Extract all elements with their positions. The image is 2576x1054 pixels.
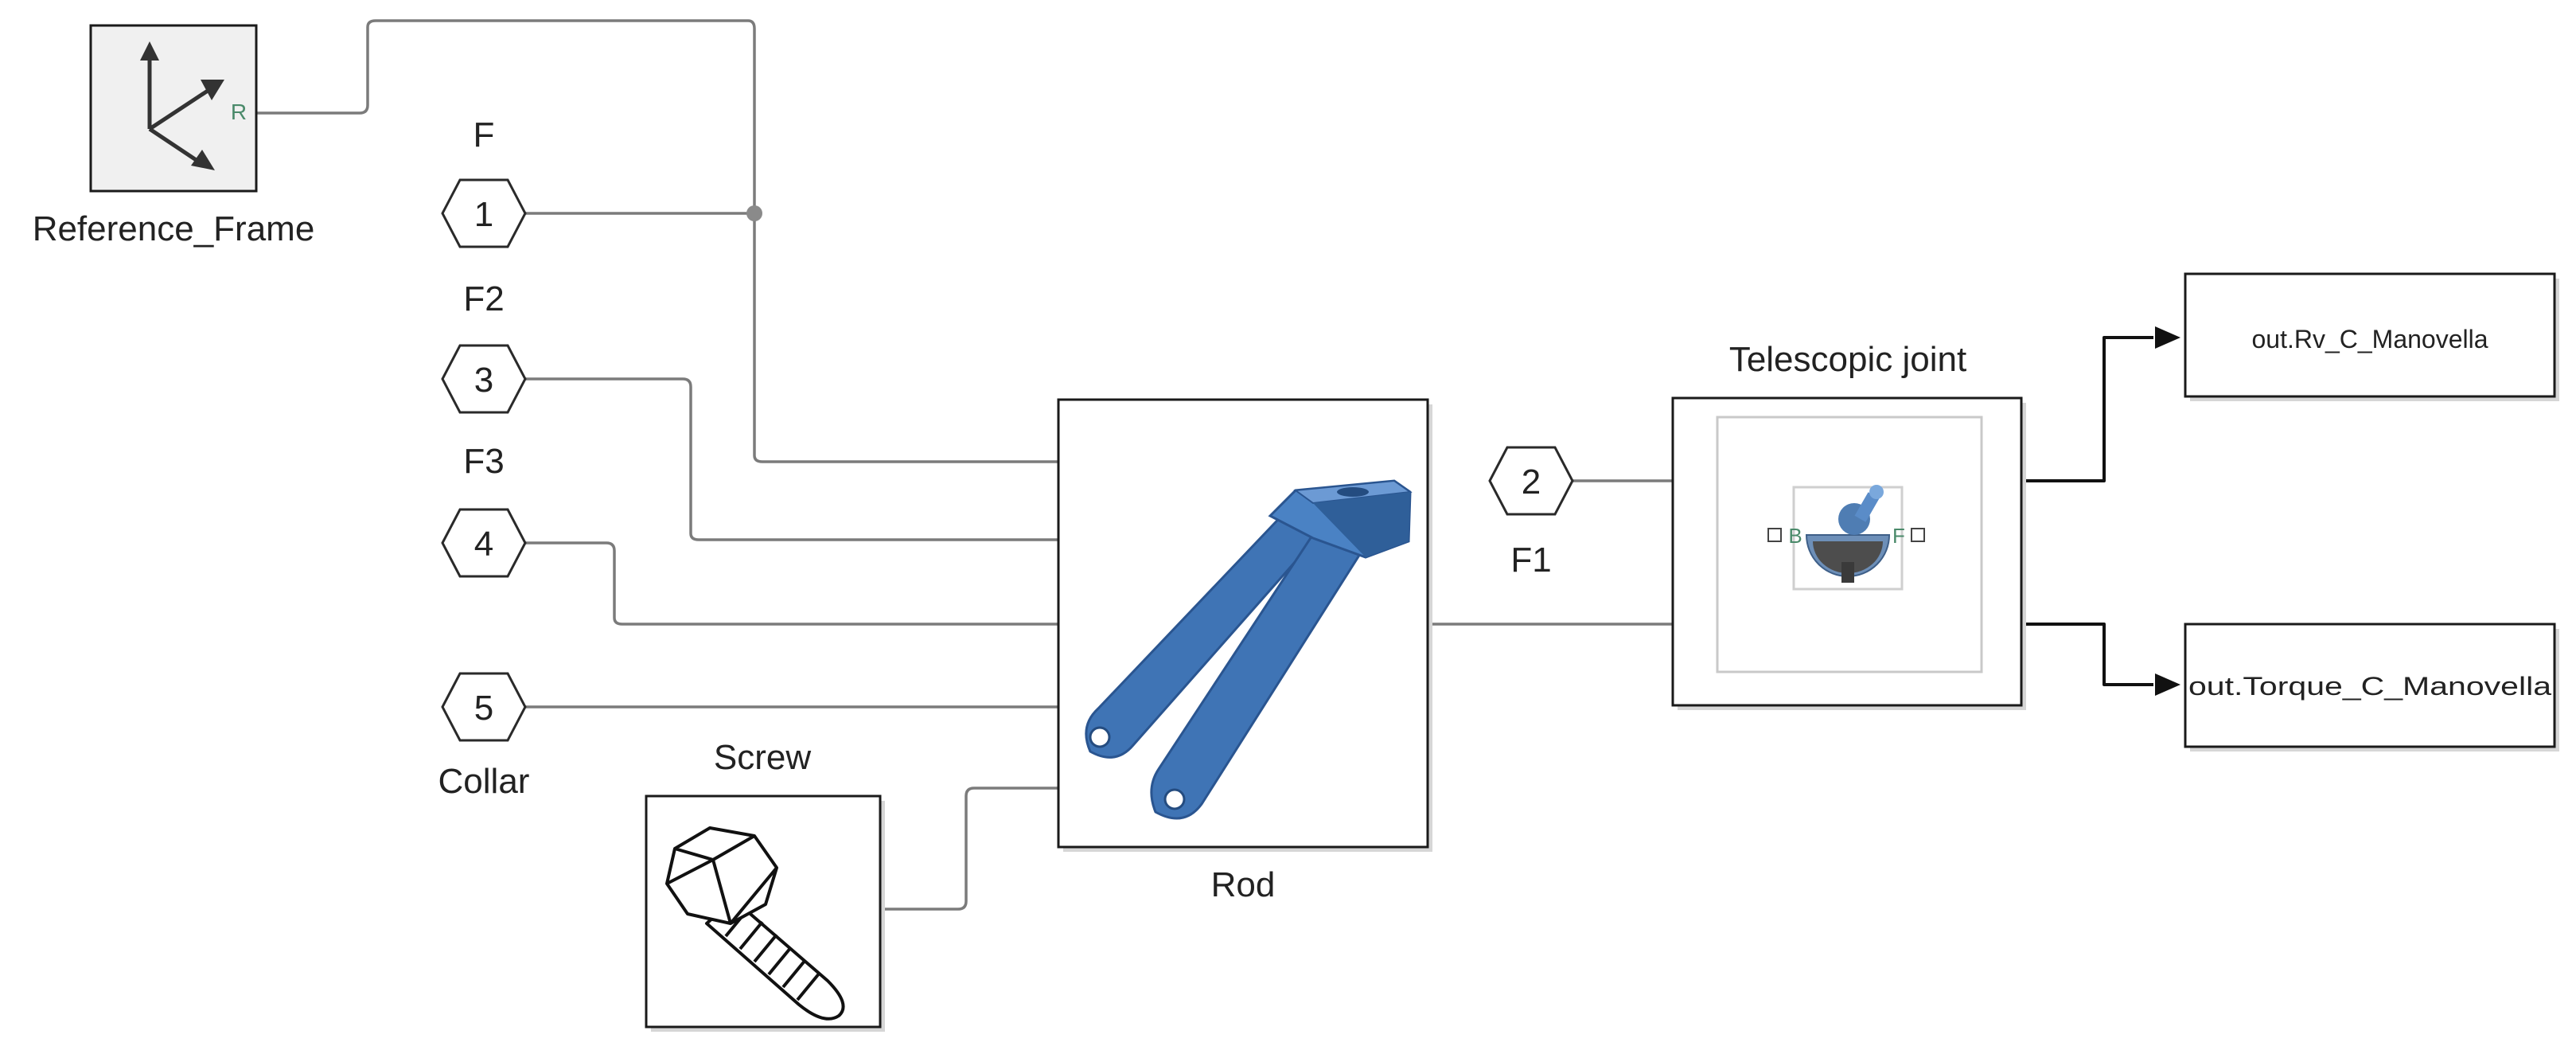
screw-block-name: Screw (714, 738, 811, 777)
wire-port-4[interactable] (525, 541, 1066, 626)
port-tag-3-number: 3 (474, 361, 493, 400)
wire-screw-to-rod[interactable] (880, 787, 1066, 911)
port-tag-4-number: 4 (474, 525, 493, 564)
port-tag-5[interactable]: 5 (441, 672, 527, 742)
frame-axes-icon (140, 41, 224, 170)
port-tag-4[interactable]: 4 (441, 508, 527, 578)
port-tag-5-label: Collar (438, 762, 530, 801)
port-f-label: F (1892, 524, 1905, 548)
port-tag-4-label: F3 (463, 442, 504, 481)
output-block-rv[interactable]: out.Rv_C_Manovella (2184, 272, 2559, 401)
port-tag-2-number: 2 (1522, 463, 1541, 502)
port-tag-3[interactable]: 3 (441, 344, 527, 414)
screw-icon (665, 826, 845, 1021)
port-f-connector (1911, 528, 1925, 542)
port-tag-2-label: F1 (1510, 541, 1551, 580)
wire-telescopic-to-torque[interactable] (2021, 623, 2153, 686)
wire-reference-frame-to-rod[interactable] (256, 19, 1066, 463)
port-tag-1-number: 1 (474, 195, 493, 234)
output-block-torque-text: out.Torque_C_Manovella (2188, 672, 2551, 701)
wire-junction-dot (746, 205, 762, 221)
wire-telescopic-to-rv[interactable] (2021, 336, 2153, 482)
signal-lines (256, 19, 2180, 911)
output-block-rv-text: out.Rv_C_Manovella (2251, 325, 2488, 353)
telescopic-joint-block[interactable]: B F (1671, 396, 2026, 710)
spherical-joint-icon (1805, 485, 1891, 583)
wire-port-3[interactable] (525, 377, 1066, 541)
port-tag-3-label: F2 (463, 279, 504, 318)
rod-block[interactable] (1057, 398, 1432, 852)
reference-frame-port-label: R (231, 100, 247, 124)
screw-block[interactable] (645, 794, 885, 1032)
rod-part-icon (1085, 479, 1413, 820)
reference-frame-name: Reference_Frame (33, 209, 315, 248)
reference-frame-block[interactable]: R (89, 24, 258, 193)
port-tag-2[interactable]: 2 (1488, 446, 1574, 516)
arrowhead-rv (2155, 326, 2180, 349)
port-b-connector (1767, 528, 1782, 542)
port-tag-5-number: 5 (474, 689, 493, 728)
port-tag-1[interactable]: 1 (441, 178, 527, 248)
telescopic-joint-name: Telescopic joint (1729, 340, 1966, 379)
output-block-torque[interactable]: out.Torque_C_Manovella (2184, 623, 2559, 751)
arrowhead-torque (2155, 673, 2180, 696)
port-tag-1-label: F (474, 115, 495, 154)
port-b-label: B (1788, 524, 1802, 548)
rod-block-name: Rod (1211, 865, 1276, 904)
